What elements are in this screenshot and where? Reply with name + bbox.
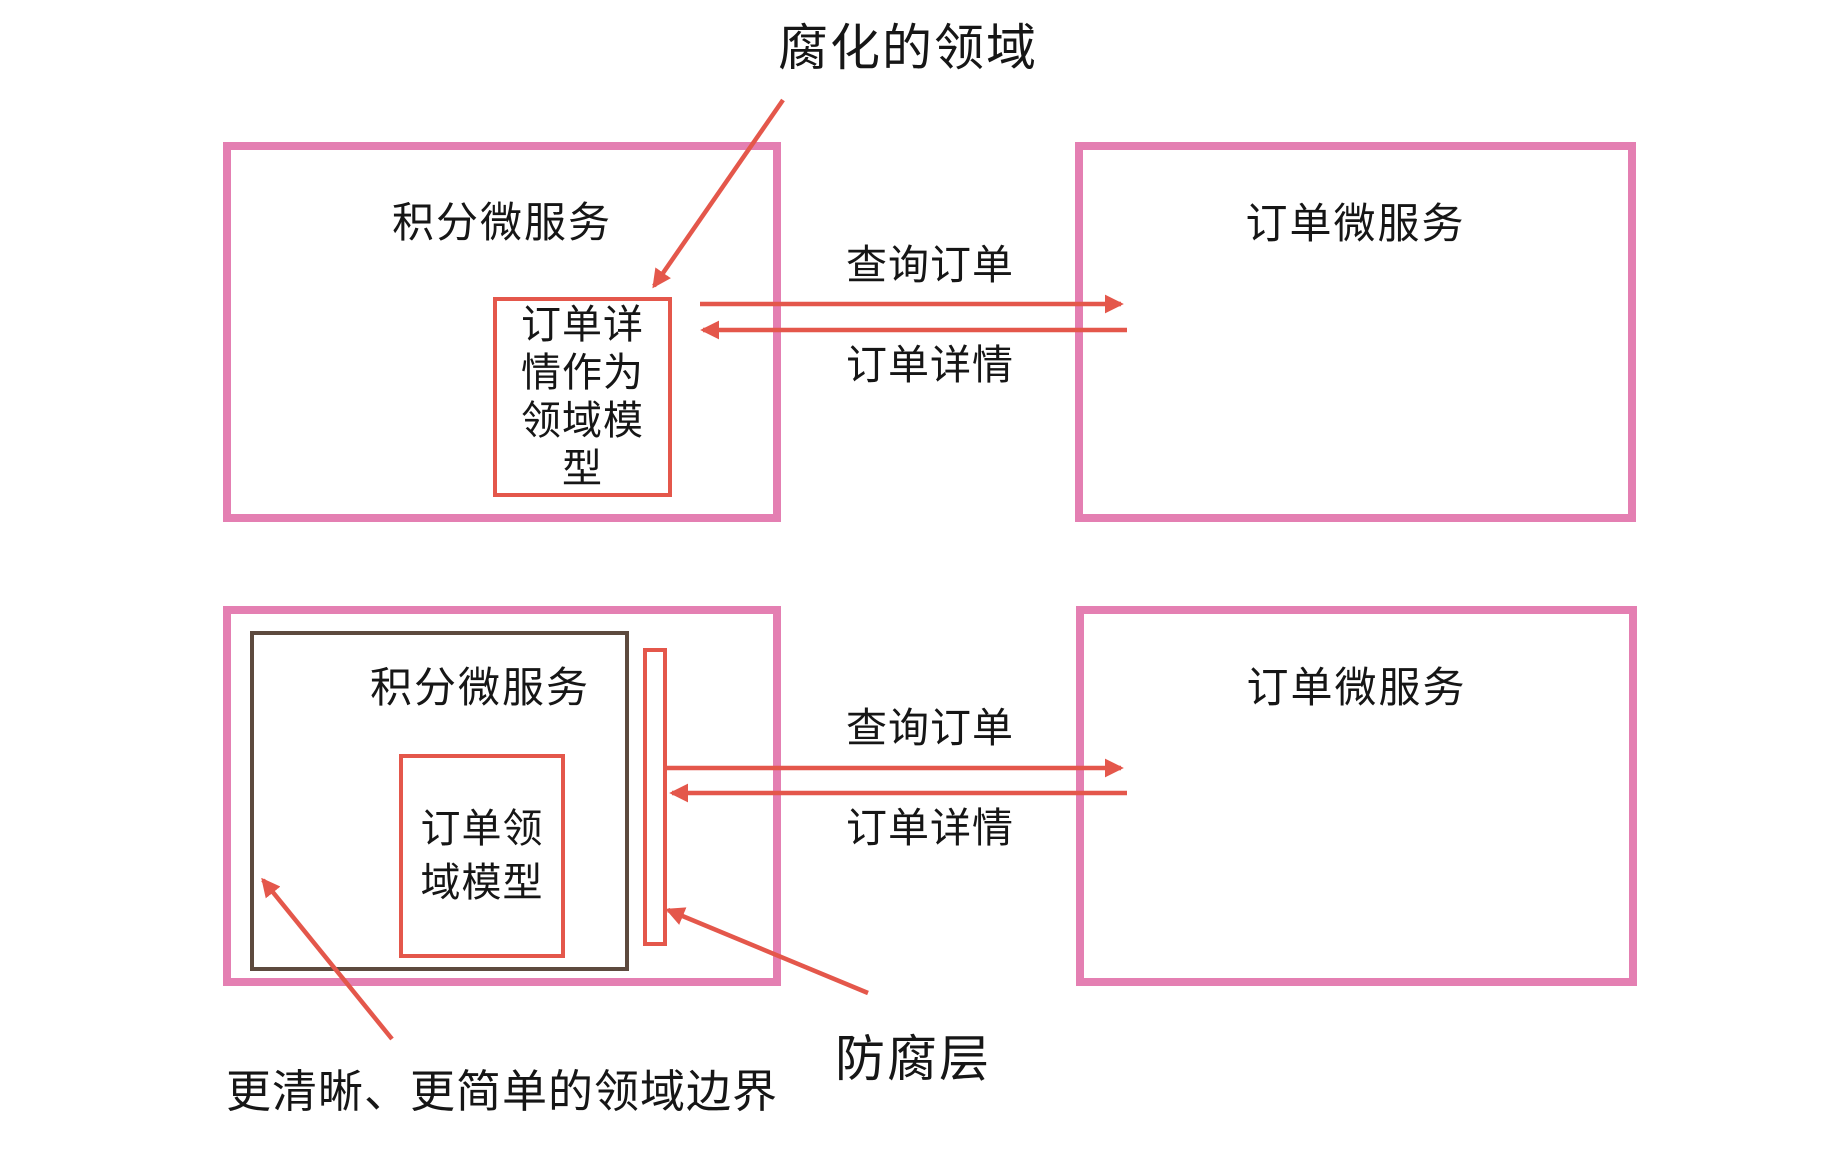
acl-label: 防腐层 <box>835 1031 991 1087</box>
acl-pointer-arrow <box>665 907 869 996</box>
top-inner-domain-model-box: 订单详 情作为 领域模 型 <box>493 297 672 497</box>
anti-corruption-layer-rect <box>643 648 667 946</box>
top-order-service-label: 订单微服务 <box>1245 200 1466 247</box>
bottom-points-service-label: 积分微服务 <box>369 664 590 711</box>
corrupted-domain-pointer-arrow <box>652 98 785 289</box>
top-query-order-label: 查询订单 <box>846 242 1014 288</box>
bottom-order-service-box <box>1076 606 1637 986</box>
bottom-order-detail-label: 订单详情 <box>846 805 1014 851</box>
bottom-inner-domain-model-box: 订单领 域模型 <box>399 754 565 958</box>
top-order-service-box <box>1075 142 1636 522</box>
bottom-order-service-label: 订单微服务 <box>1246 664 1467 711</box>
clear-boundary-label: 更清晰、更简单的领域边界 <box>226 1066 779 1117</box>
top-order-detail-label: 订单详情 <box>846 342 1014 388</box>
bottom-query-order-label: 查询订单 <box>846 705 1014 751</box>
boundary-pointer-arrow <box>261 877 394 1041</box>
corrupted-domain-title: 腐化的领域 <box>778 20 1038 76</box>
top-points-service-label: 积分微服务 <box>391 199 612 246</box>
